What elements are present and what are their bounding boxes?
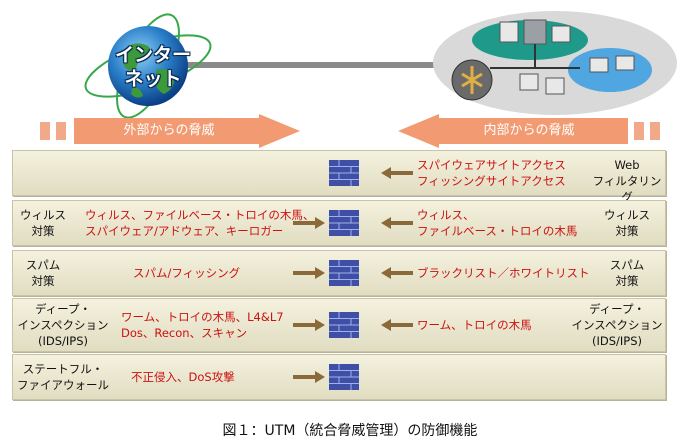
row-virus: ウィルス 対策 ウィルス、ファイルベース・トロイの木馬、 スパイウェア/アドウェ… xyxy=(12,200,666,246)
left-threat-line: Dos、Recon、スキャン xyxy=(121,326,248,340)
figure-caption: 図１：UTM（統合脅威管理）の防御機能 xyxy=(222,423,478,439)
left-label-line: ディープ・ xyxy=(34,302,91,316)
right-threat-line: ファイルベース・トロイの木馬 xyxy=(417,224,578,238)
inbound-arrow-icon xyxy=(381,167,413,179)
right-label-line: Web xyxy=(614,158,640,172)
right-threat-line: フィッシングサイトアクセス xyxy=(417,174,566,188)
row-web-filtering: スパイウェアサイトアクセス フィッシングサイトアクセス Web フィルタリング xyxy=(12,150,666,204)
internet-label-line2: ネット xyxy=(124,68,182,90)
left-label-line: インスペクション xyxy=(17,318,109,332)
row-spam: スパム 対策 スパム/フィッシング ブラックリスト／ホワイトリスト スパム 対策 xyxy=(12,250,666,296)
external-threat-label: 外部からの脅威 xyxy=(123,123,215,138)
right-label-line: フィルタリング xyxy=(592,174,662,204)
right-label-line: スパム xyxy=(609,258,645,272)
right-threat-line: ワーム、トロイの木馬 xyxy=(417,318,532,332)
left-threat-line: ウィルス、ファイルベース・トロイの木馬、 xyxy=(85,208,315,222)
left-threat-line: スパム/フィッシング xyxy=(133,266,241,280)
right-label-line: (IDS/IPS) xyxy=(591,334,643,348)
outbound-arrow-icon xyxy=(293,371,325,383)
right-label-line: ディープ・ xyxy=(588,302,645,316)
left-label-line: 対策 xyxy=(31,274,55,288)
firewall-icon xyxy=(329,210,359,236)
right-threat-line: ブラックリスト／ホワイトリスト xyxy=(417,266,590,280)
left-threat-line: 不正侵入、DoS攻撃 xyxy=(131,370,235,384)
outbound-arrow-icon xyxy=(293,217,325,229)
right-label-line: 対策 xyxy=(615,274,639,288)
row-stateful-firewall: ステートフル・ ファイアウォール 不正侵入、DoS攻撃 xyxy=(12,354,666,400)
internet-label-line1: インター xyxy=(114,44,191,66)
internet-globe: インター ネット xyxy=(78,8,218,123)
left-label-line: 対策 xyxy=(31,224,55,238)
left-label-line: ステートフル・ xyxy=(22,362,104,376)
right-label-line: 対策 xyxy=(615,224,639,238)
inbound-arrow-icon xyxy=(381,319,413,331)
internal-network-illustration xyxy=(430,8,680,118)
outbound-arrow-icon xyxy=(293,319,325,331)
firewall-icon xyxy=(329,312,359,338)
inbound-arrow-icon xyxy=(381,217,413,229)
left-label-line: (IDS/IPS) xyxy=(37,334,89,348)
firewall-icon xyxy=(329,260,359,286)
left-label-line: スパム xyxy=(25,258,61,272)
firewall-icon xyxy=(329,160,359,186)
left-threat-line: スパイウェア/アドウェア、キーロガー xyxy=(85,224,284,238)
right-label-line: インスペクション xyxy=(571,318,663,332)
left-label-line: ウィルス xyxy=(20,208,66,222)
right-label-line: ウィルス xyxy=(604,208,650,222)
internal-threat-arrow: 内部からの脅威 xyxy=(398,114,664,148)
internal-threat-label: 内部からの脅威 xyxy=(483,123,575,138)
network-connection-line xyxy=(150,62,450,68)
firewall-icon xyxy=(329,364,359,390)
right-threat-line: スパイウェアサイトアクセス xyxy=(417,158,566,172)
row-deep-inspection: ディープ・ インスペクション (IDS/IPS) ワーム、トロイの木馬、L4&L… xyxy=(12,298,666,352)
left-label-line: ファイアウォール xyxy=(17,378,109,392)
right-threat-line: ウィルス、 xyxy=(417,208,475,222)
outbound-arrow-icon xyxy=(293,267,325,279)
external-threat-arrow: 外部からの脅威 xyxy=(40,114,300,148)
left-threat-line: ワーム、トロイの木馬、L4&L7 xyxy=(121,310,284,324)
globe-icon xyxy=(84,13,212,119)
inbound-arrow-icon xyxy=(381,267,413,279)
